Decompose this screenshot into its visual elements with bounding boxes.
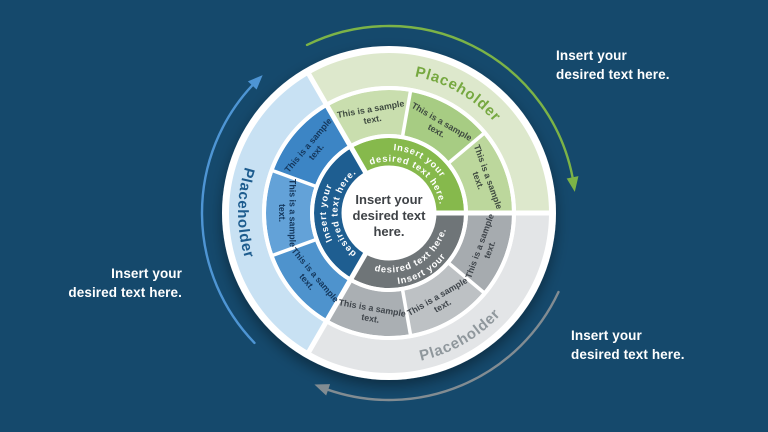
segment-divider [446,130,487,166]
inner-label-blue: Insert your [318,182,334,244]
segment-gray-2 [402,263,484,335]
annotation-line: desired text here. [68,285,182,300]
flow-arrows [200,24,579,402]
segment-blue-1 [273,240,350,320]
outer-ring-green [309,53,549,213]
center-circle [341,165,437,261]
annotation-line: desired text here. [556,67,670,82]
ring-separators [262,72,550,354]
center-label: Insert your [355,192,422,207]
outer-ring-gray [309,213,549,373]
section-divider [306,72,369,176]
center-label: desired text [353,208,427,223]
segment-green-2 [402,91,484,163]
arrow-arc-gray [326,290,560,402]
segment-divider [400,88,413,139]
annotation-line: Insert your [571,328,642,343]
annotation-top-right: Insert your desired text here. [556,46,670,84]
section-gray [309,213,549,373]
annotation-line: Insert your [556,48,627,63]
arrow-arc-blue [200,84,256,345]
segment-blue-3 [273,106,350,186]
section-green [309,53,549,213]
annotation-bottom-right: Insert your desired text here. [571,326,685,364]
outer-ring-blue [229,74,326,352]
segment-green-3 [449,133,512,213]
arrowhead-icon-green [566,176,579,192]
arrowhead-icon-blue [247,75,263,90]
segment-gray-1 [449,213,512,293]
sample-text-blue-2: This is a sampletext. [277,179,298,247]
annotation-left: Insert your desired text here. [68,264,182,302]
arrow-arc-green [305,24,574,179]
inner-ring-gray [351,213,464,288]
segment-green-1 [327,90,411,145]
arrowhead-icon-gray [314,384,331,396]
section-blue [229,74,366,352]
placeholder-label-blue: Placeholder [234,166,258,261]
segment-blue-2 [266,170,315,256]
segment-gray-3 [327,281,411,336]
annotation-line: desired text here. [571,347,685,362]
segment-divider [270,168,319,189]
segment-divider [270,237,319,258]
segment-divider [446,260,487,296]
segment-divider [400,287,413,338]
center-label: here. [373,224,404,239]
annotation-line: Insert your [111,266,182,281]
section-divider [306,250,369,354]
rings [229,53,549,373]
inner-ring-green [351,138,464,213]
inner-ring-blue [314,148,366,278]
